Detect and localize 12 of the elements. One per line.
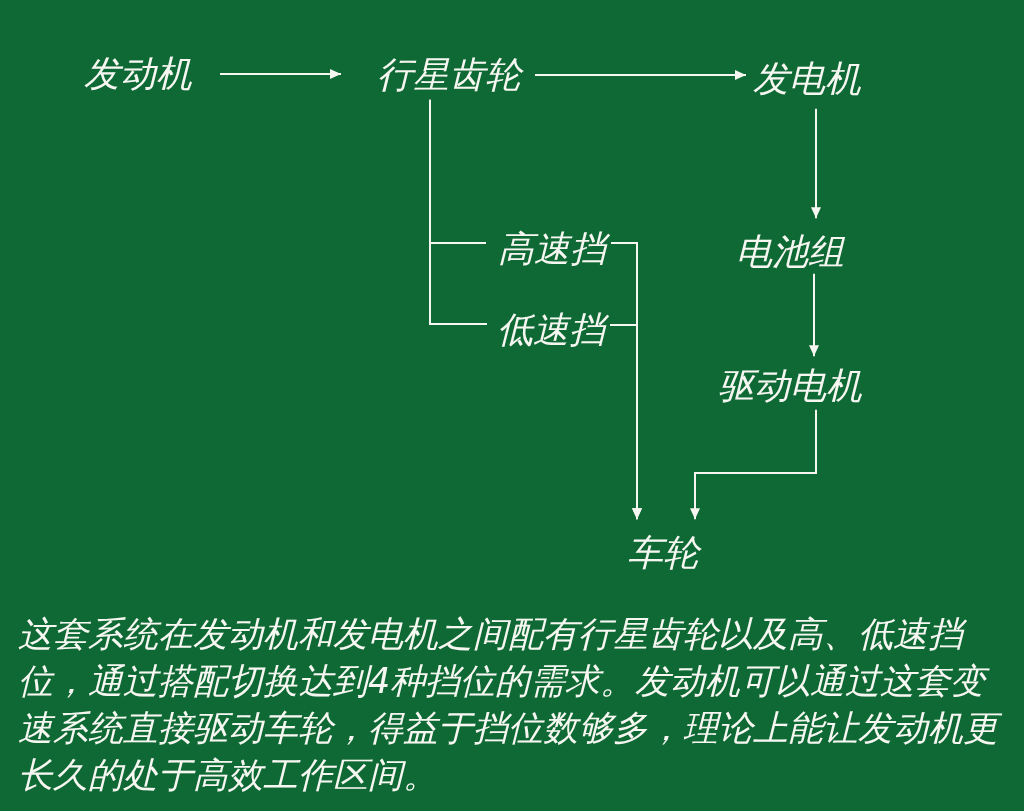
arrow: [690, 408, 817, 521]
component-label: 电池组: [736, 232, 844, 272]
component-label: 发动机: [84, 54, 192, 94]
arrow: [534, 70, 747, 80]
arrow: [811, 107, 821, 220]
caption-text: 这套系统在发动机和发电机之间配有行星齿轮以及高、低速挡位，通过搭配切换达到4种挡位的需求。发动机可以通过这套变速系统直接驱动车轮，得益于挡位数够多，理论上能让发动机更长久的处于高效工作区间。: [18, 611, 1008, 799]
component-label: 发电机: [753, 59, 861, 99]
arrow: [609, 324, 642, 521]
component-label: 驱动电机: [718, 366, 862, 406]
arrow: [219, 69, 342, 79]
connector-line: [429, 98, 488, 325]
arrow: [809, 272, 819, 358]
